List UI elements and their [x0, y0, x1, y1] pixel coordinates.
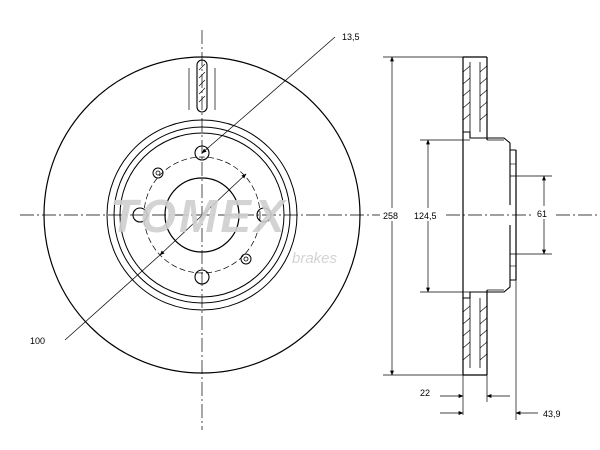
pcd-leader — [64, 254, 161, 341]
pcd-diameter-label: 100 — [30, 336, 45, 346]
dimension-center-bore: 61 — [516, 175, 553, 255]
hub-height-label: 124,5 — [414, 211, 437, 221]
front-view: 13,5 100 — [20, 30, 385, 430]
dimension-outer-diameter: 258 — [380, 56, 463, 376]
wear-slot — [188, 59, 216, 113]
bolt-hole — [194, 269, 210, 285]
disc-thickness-label: 22 — [420, 388, 430, 398]
watermark-sub: brakes — [292, 250, 338, 267]
total-height-label: 43,9 — [543, 409, 561, 419]
hat-outer-edge — [113, 126, 291, 304]
dimension-hub-height: 124,5 — [412, 139, 470, 293]
friction-ring-inner-edge — [106, 119, 298, 311]
locating-hole — [152, 167, 164, 179]
locating-hole — [240, 253, 252, 265]
bolt-hole — [132, 207, 148, 223]
pitch-circle — [143, 156, 261, 274]
hat-step-edge — [119, 132, 285, 298]
side-section-view — [446, 56, 600, 376]
outer-diameter-label: 258 — [383, 211, 398, 221]
bolt-hole-leader — [245, 36, 336, 116]
bolt-hole-leader-arrow — [201, 114, 247, 154]
bolt-hole-diameter-label: 13,5 — [342, 32, 360, 42]
bolt-hole — [256, 207, 272, 223]
center-bore-label: 61 — [537, 209, 547, 219]
brand-watermark: TOMEX brakes — [110, 190, 338, 267]
pcd-dimension-line — [159, 173, 247, 256]
dimension-disc-thickness: 22 — [420, 375, 510, 415]
disc-outer-edge — [43, 56, 361, 374]
watermark-brand: TOMEX — [110, 190, 288, 242]
bolt-hole — [194, 145, 210, 161]
dimension-total-height: 43,9 — [440, 280, 561, 420]
